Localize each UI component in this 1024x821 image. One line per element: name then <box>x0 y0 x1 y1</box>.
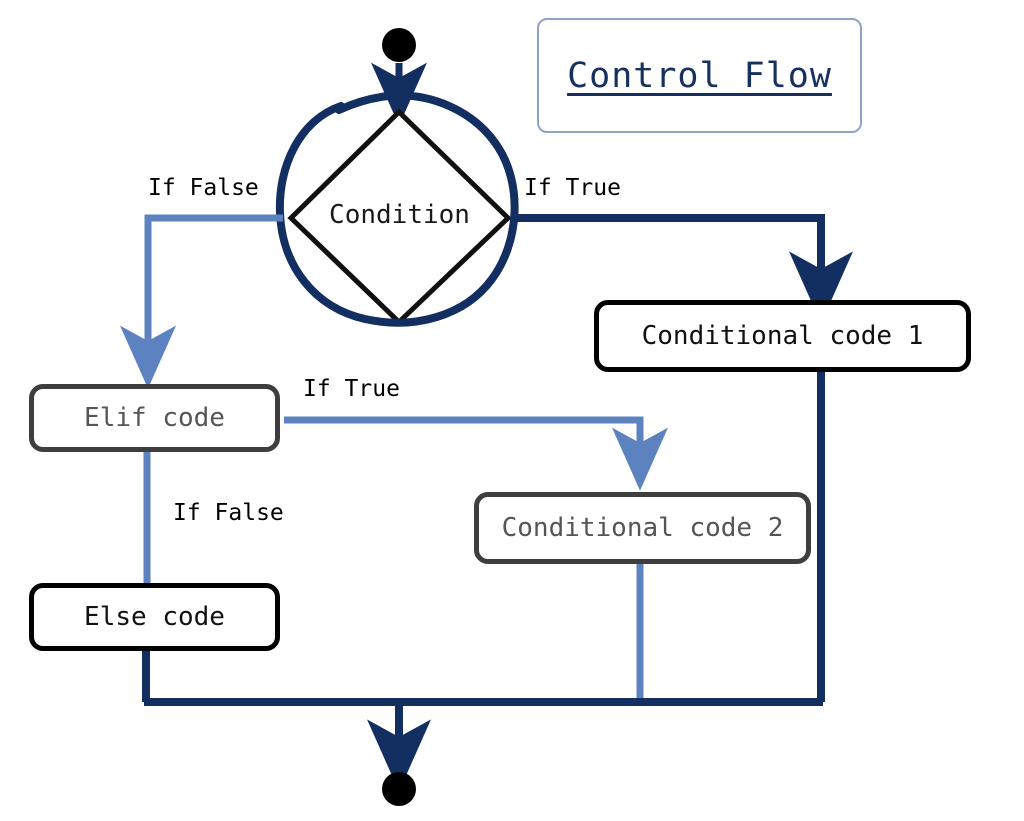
title-box: Control Flow <box>537 18 862 133</box>
node-elif-code[interactable]: Elif code <box>29 384 280 452</box>
node-conditional-code-2-label: Conditional code 2 <box>501 513 784 543</box>
page-title: Control Flow <box>567 55 832 96</box>
node-conditional-code-2[interactable]: Conditional code 2 <box>474 492 811 564</box>
node-elif-code-label: Elif code <box>84 403 225 433</box>
edge-condition-false-to-elif <box>120 214 283 389</box>
end-node-dot <box>382 772 416 806</box>
node-conditional-code-1-label: Conditional code 1 <box>641 321 924 351</box>
start-node-dot <box>382 28 416 62</box>
edge-condition-true-to-code1 <box>516 214 853 324</box>
edge-elif-true-to-code2 <box>284 416 668 491</box>
edge-label-elif-false: If False <box>173 500 284 526</box>
node-else-code[interactable]: Else code <box>29 583 280 651</box>
node-conditional-code-1[interactable]: Conditional code 1 <box>594 300 971 372</box>
node-else-code-label: Else code <box>84 602 225 632</box>
edge-label-condition-false: If False <box>148 175 259 201</box>
hand-drawn-highlight-circle <box>275 91 519 327</box>
edge-label-condition-true: If True <box>524 175 621 201</box>
condition-label: Condition <box>329 200 470 230</box>
edge-label-elif-true: If True <box>303 376 400 402</box>
